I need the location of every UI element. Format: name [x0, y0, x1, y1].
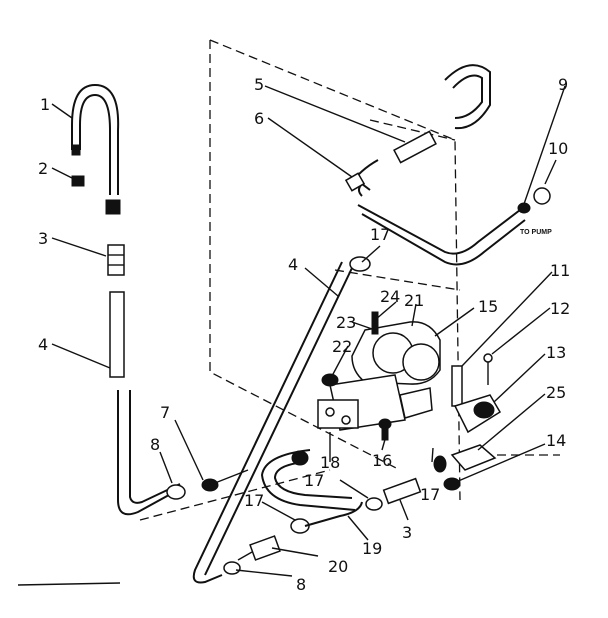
callout-5: 5: [254, 75, 264, 94]
callout-25: 25: [546, 383, 566, 402]
callout-8: 8: [150, 435, 160, 454]
callout-2: 2: [38, 159, 48, 178]
callout-17-lower-middle: 17: [304, 471, 324, 490]
hose-parts-5-6: [344, 130, 437, 192]
callout-21: 21: [404, 291, 424, 310]
cabinet-outline: [139, 39, 560, 521]
callout-17-lower-right: 17: [420, 485, 440, 504]
leader-lines: [51, 85, 566, 577]
right-parts: [433, 353, 502, 491]
callout-20: 20: [328, 557, 348, 576]
callout-6: 6: [254, 109, 264, 128]
callout-17: 17: [370, 225, 390, 244]
callout-14: 14: [546, 431, 566, 450]
left-hose-assembly: [71, 83, 249, 516]
callout-7: 7: [160, 403, 170, 422]
callout-1: 1: [40, 95, 50, 114]
callout-17-lower-left: 17: [244, 491, 264, 510]
stray-line: [17, 582, 121, 586]
callout-3-lower-coupling: 3: [402, 523, 412, 542]
callout-4: 4: [38, 335, 48, 354]
long-diagonal-hose: [192, 256, 371, 584]
callout-23: 23: [336, 313, 356, 332]
callout-4-diagonal-hose: 4: [288, 255, 298, 274]
callout-numbers: 1 2 3 4 5 6 7 8 9 10 11 12 13 14 15 16 1…: [38, 75, 570, 594]
callout-3: 3: [38, 229, 48, 248]
callout-10: 10: [548, 139, 568, 158]
callout-24: 24: [380, 287, 400, 306]
callout-22: 22: [332, 337, 352, 356]
callout-19: 19: [362, 539, 382, 558]
callout-12: 12: [550, 299, 570, 318]
to-pump-note: TO PUMP: [520, 229, 552, 236]
callout-8-lower-clamp: 8: [296, 575, 306, 594]
callout-16: 16: [372, 451, 392, 470]
callout-9: 9: [558, 75, 568, 94]
callout-18: 18: [320, 453, 340, 472]
callout-11: 11: [550, 261, 570, 280]
lower-pipes: [223, 449, 422, 575]
callout-13: 13: [546, 343, 566, 362]
callout-15: 15: [478, 297, 498, 316]
valve-assembly: [317, 311, 441, 441]
